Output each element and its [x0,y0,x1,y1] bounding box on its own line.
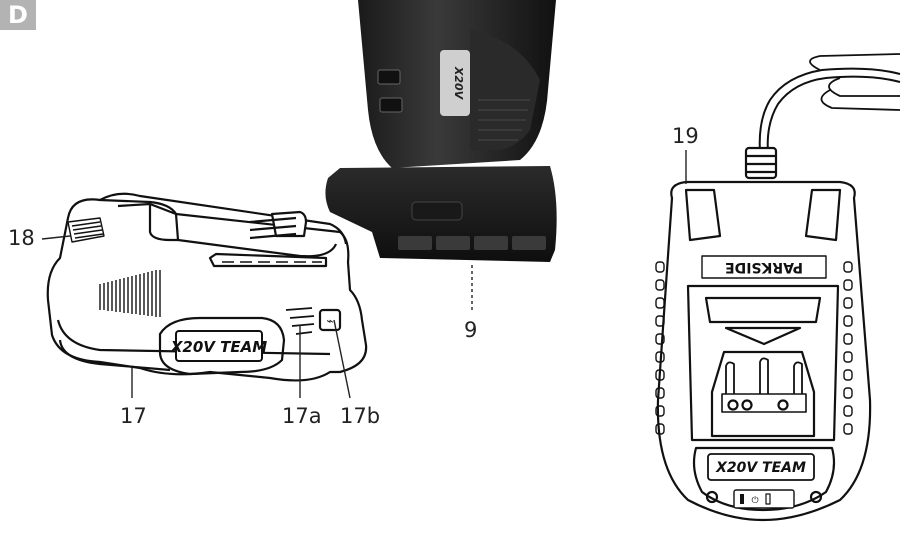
leader-17b [333,319,351,399]
callout-18: 18 [8,226,35,250]
tool-base [325,0,557,262]
callout-17b: 17b [340,404,381,428]
battery-button-icon: ⌁ [326,314,333,328]
battery-logo-text: X20V TEAM [170,338,267,356]
power-icon: ⏻ [751,495,758,506]
callout-17a: 17a [282,404,322,428]
callout-9: 9 [464,318,478,342]
leader-18 [41,235,71,240]
callout-19: 19 [672,124,699,148]
charger-logo-text: X20V TEAM [715,460,806,476]
charger [655,53,901,522]
charger-brand-text: PARKSIDE [725,259,803,275]
tool-logo-text: X20V [452,66,465,101]
language-tab: D [0,0,36,30]
callout-17: 17 [120,404,147,428]
battery-pack [46,192,368,382]
